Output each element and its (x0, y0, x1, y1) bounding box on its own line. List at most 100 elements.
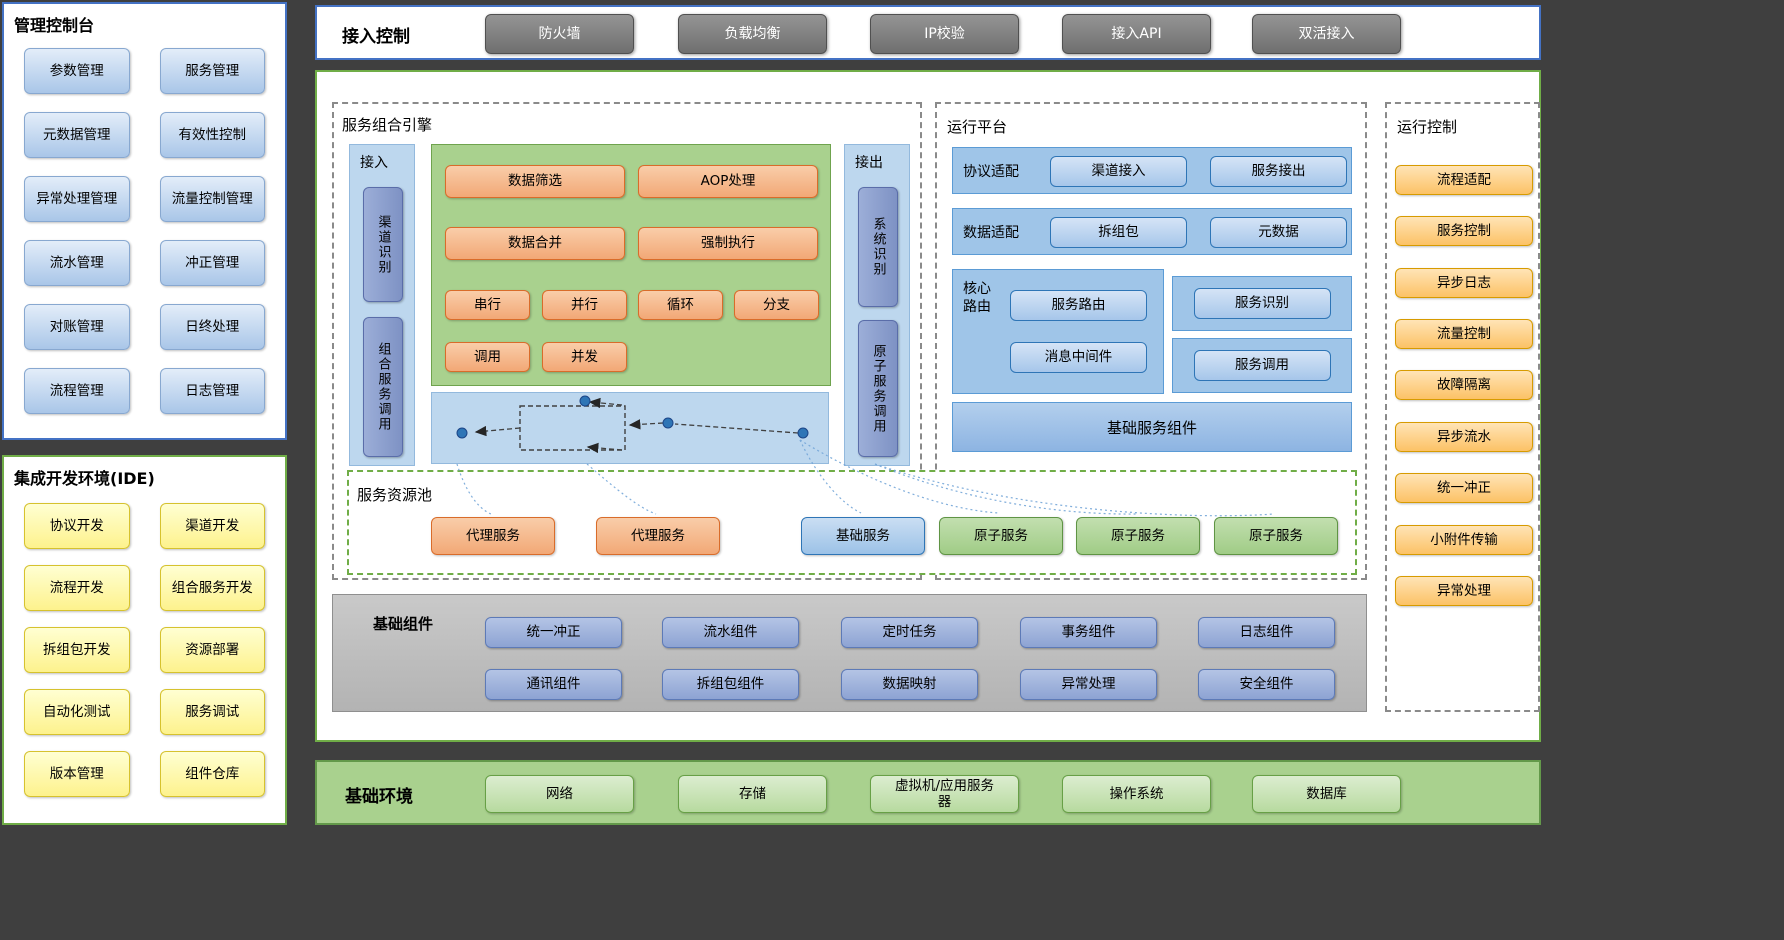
pool-item-4[interactable]: 原子服务 (1076, 517, 1200, 555)
channel-access-button[interactable]: 渠道接入 (1050, 156, 1187, 187)
service-invoke-button[interactable]: 服务调用 (1193, 350, 1331, 381)
runctl-item-3[interactable]: 流量控制 (1395, 319, 1533, 349)
mgmt-item-9[interactable]: 日终处理 (159, 304, 265, 350)
base-environment-bar: 基础环境 网络 存储 虚拟机/应用服务器 操作系统 数据库 (315, 760, 1541, 825)
access-item-3[interactable]: 接入API (1062, 14, 1211, 54)
runctl-item-5[interactable]: 异步流水 (1395, 422, 1533, 452)
mgmt-item-0[interactable]: 参数管理 (24, 48, 130, 94)
composite-service-call-button[interactable]: 组合服务调用 (363, 317, 403, 457)
mgmt-item-10[interactable]: 流程管理 (24, 368, 130, 414)
base-comp-1[interactable]: 流水组件 (662, 617, 799, 648)
flow-arrow-mid (628, 419, 664, 430)
channel-identify-button[interactable]: 渠道识别 (363, 187, 403, 302)
op-loop-button[interactable]: 循环 (638, 290, 723, 320)
ide-item-5[interactable]: 资源部署 (159, 627, 265, 673)
base-comp-5[interactable]: 通讯组件 (485, 669, 622, 700)
base-comp-8[interactable]: 异常处理 (1020, 669, 1157, 700)
op-parallel-button[interactable]: 并行 (542, 290, 627, 320)
op-aop-button[interactable]: AOP处理 (638, 165, 818, 198)
env-item-0[interactable]: 网络 (485, 775, 634, 813)
access-control-title: 接入控制 (342, 27, 410, 47)
mgmt-item-3[interactable]: 有效性控制 (159, 112, 265, 158)
flow-diagram (431, 392, 829, 464)
access-item-1[interactable]: 负载均衡 (678, 14, 827, 54)
outlet-label: 接出 (855, 155, 883, 171)
mgmt-item-11[interactable]: 日志管理 (159, 368, 265, 414)
runtime-platform-title: 运行平台 (947, 118, 1008, 136)
operations-box: 数据筛选 AOP处理 数据合并 强制执行 串行 并行 循环 分支 调用 并发 (431, 144, 831, 386)
runctl-item-6[interactable]: 统一冲正 (1395, 473, 1533, 503)
base-comp-6[interactable]: 拆组包组件 (662, 669, 799, 700)
resource-pool-title: 服务资源池 (357, 486, 433, 504)
access-item-4[interactable]: 双活接入 (1252, 14, 1401, 54)
runctl-item-2[interactable]: 异步日志 (1395, 268, 1533, 298)
base-comp-2[interactable]: 定时任务 (841, 617, 978, 648)
env-item-4[interactable]: 数据库 (1252, 775, 1401, 813)
access-item-2[interactable]: IP校验 (870, 14, 1019, 54)
data-adapt-label: 数据适配 (963, 224, 1019, 241)
pool-item-2[interactable]: 基础服务 (801, 517, 925, 555)
pool-item-0[interactable]: 代理服务 (431, 517, 555, 555)
pool-item-3[interactable]: 原子服务 (939, 517, 1063, 555)
op-concurrent-button[interactable]: 并发 (542, 342, 627, 372)
atomic-service-call-button[interactable]: 原子服务调用 (858, 320, 898, 457)
service-identify-button[interactable]: 服务识别 (1193, 288, 1331, 319)
mgmt-item-1[interactable]: 服务管理 (159, 48, 265, 94)
mgmt-item-5[interactable]: 流量控制管理 (159, 176, 265, 222)
mgmt-item-2[interactable]: 元数据管理 (24, 112, 130, 158)
metadata-button[interactable]: 元数据 (1210, 217, 1347, 248)
ide-item-6[interactable]: 自动化测试 (24, 689, 130, 735)
runctl-item-0[interactable]: 流程适配 (1395, 165, 1533, 195)
env-item-1[interactable]: 存储 (678, 775, 827, 813)
ide-item-0[interactable]: 协议开发 (24, 503, 130, 549)
mgmt-item-8[interactable]: 对账管理 (24, 304, 130, 350)
ide-grid: 协议开发 渠道开发 流程开发 组合服务开发 拆组包开发 资源部署 自动化测试 服… (24, 503, 265, 797)
service-route-button[interactable]: 服务路由 (1010, 290, 1147, 321)
ide-item-1[interactable]: 渠道开发 (159, 503, 265, 549)
mgmt-item-7[interactable]: 冲正管理 (159, 240, 265, 286)
flow-arrow-bottom (586, 442, 623, 454)
op-data-filter-button[interactable]: 数据筛选 (445, 165, 625, 198)
op-invoke-button[interactable]: 调用 (445, 342, 530, 372)
runctl-item-7[interactable]: 小附件传输 (1395, 525, 1533, 555)
outlet-column: 接出 系统识别 原子服务调用 (844, 144, 910, 466)
op-force-exec-button[interactable]: 强制执行 (638, 227, 818, 260)
runctl-item-8[interactable]: 异常处理 (1395, 576, 1533, 606)
ide-item-2[interactable]: 流程开发 (24, 565, 130, 611)
access-control-bar: 接入控制 防火墙 负载均衡 IP校验 接入API 双活接入 (315, 5, 1541, 60)
pool-item-1[interactable]: 代理服务 (596, 517, 720, 555)
runtime-control-panel: 运行控制 流程适配 服务控制 异步日志 流量控制 故障隔离 异步流水 统一冲正 … (1385, 102, 1540, 712)
data-adapt-row: 数据适配 拆组包 元数据 (952, 208, 1352, 255)
base-environment-title: 基础环境 (345, 787, 413, 807)
pool-item-5[interactable]: 原子服务 (1214, 517, 1338, 555)
base-comp-0[interactable]: 统一冲正 (485, 617, 622, 648)
flow-subprocess-rect (519, 405, 626, 451)
ide-item-9[interactable]: 组件仓库 (159, 751, 265, 797)
flow-arrow-left (474, 425, 521, 437)
base-components-title: 基础组件 (373, 615, 434, 633)
base-comp-3[interactable]: 事务组件 (1020, 617, 1157, 648)
op-serial-button[interactable]: 串行 (445, 290, 530, 320)
unpack-pack-button[interactable]: 拆组包 (1050, 217, 1187, 248)
management-console-grid: 参数管理 服务管理 元数据管理 有效性控制 异常处理管理 流量控制管理 流水管理… (24, 48, 265, 414)
access-item-0[interactable]: 防火墙 (485, 14, 634, 54)
mgmt-item-6[interactable]: 流水管理 (24, 240, 130, 286)
base-comp-4[interactable]: 日志组件 (1198, 617, 1335, 648)
op-branch-button[interactable]: 分支 (734, 290, 819, 320)
env-item-2[interactable]: 虚拟机/应用服务器 (870, 775, 1019, 813)
ide-item-8[interactable]: 版本管理 (24, 751, 130, 797)
ide-item-7[interactable]: 服务调试 (159, 689, 265, 735)
message-middleware-button[interactable]: 消息中间件 (1010, 342, 1147, 373)
base-comp-7[interactable]: 数据映射 (841, 669, 978, 700)
env-item-3[interactable]: 操作系统 (1062, 775, 1211, 813)
op-data-merge-button[interactable]: 数据合并 (445, 227, 625, 260)
runctl-item-1[interactable]: 服务控制 (1395, 216, 1533, 246)
system-identify-button[interactable]: 系统识别 (858, 187, 898, 307)
base-comp-9[interactable]: 安全组件 (1198, 669, 1335, 700)
ide-item-3[interactable]: 组合服务开发 (159, 565, 265, 611)
service-egress-button[interactable]: 服务接出 (1210, 156, 1347, 187)
mgmt-item-4[interactable]: 异常处理管理 (24, 176, 130, 222)
runctl-item-4[interactable]: 故障隔离 (1395, 370, 1533, 400)
ide-item-4[interactable]: 拆组包开发 (24, 627, 130, 673)
